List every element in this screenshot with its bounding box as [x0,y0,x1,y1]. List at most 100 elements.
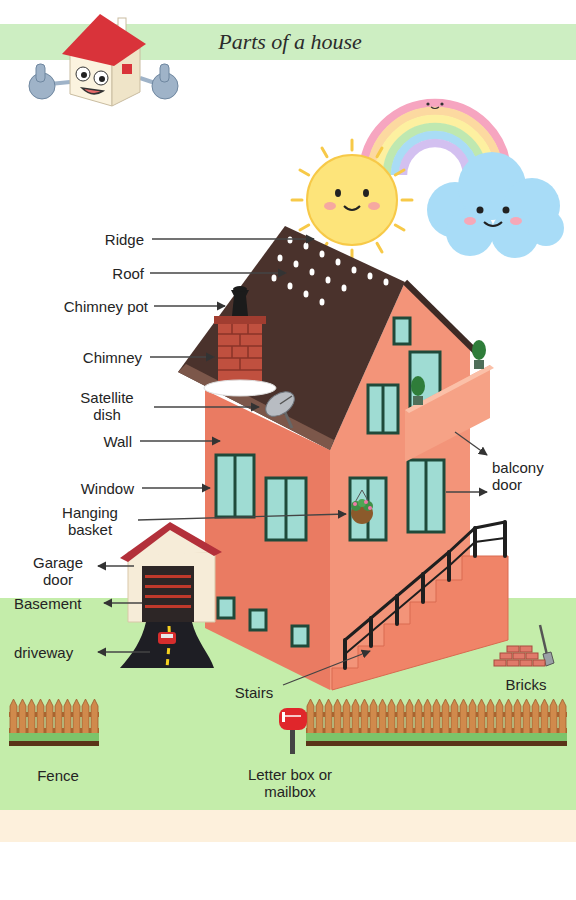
garage [145,575,191,608]
sun [344,206,360,210]
garage [145,585,191,588]
fence [306,741,567,746]
roof [310,269,315,276]
sun [324,202,336,210]
garage [145,605,191,608]
part-label: Garage door [26,554,90,588]
roof [178,226,405,450]
garage [145,595,191,598]
stairs [332,522,508,690]
part-label: Window [81,480,134,497]
chimney [247,346,249,358]
driveway [158,632,176,644]
sun [395,170,404,175]
leader-line [98,651,150,652]
chimney [231,346,233,358]
chimney [204,286,276,396]
mailbox [282,712,285,722]
sun [307,155,397,245]
leader-line [154,305,225,306]
part-label: balcony door [492,459,558,493]
leader-line [140,440,220,441]
satellite-dish [261,387,299,422]
roof [278,255,283,262]
part-label: Satellite dish [68,389,146,423]
roof [384,279,389,286]
balcony [405,340,494,462]
house-mascot [99,76,105,82]
part-label: driveway [14,644,73,661]
roof [178,226,405,450]
bricks [494,646,545,666]
garage [120,522,222,562]
garage [145,575,191,578]
bricks [520,660,532,666]
mailbox [290,728,295,754]
balcony [472,340,486,360]
leader-line [154,406,259,407]
fence [9,741,99,746]
house-mascot [82,88,103,94]
fence [306,733,567,741]
roof [288,283,293,290]
house [405,282,478,354]
bricks [526,653,538,659]
roof [352,267,357,274]
sun [351,140,354,150]
leader-line [98,565,134,566]
mailbox [279,708,307,754]
roof [368,273,373,280]
window [368,385,398,433]
rainbow [426,102,429,105]
house-mascot [160,64,169,82]
bricks [513,653,525,659]
house-mascot [122,64,132,74]
house-mascot [76,67,90,81]
leader-line [152,238,314,239]
fence [9,698,567,746]
window [285,478,288,540]
window [266,478,306,540]
leader-line [138,514,346,520]
roof [320,299,325,306]
bricks [507,646,519,652]
stairs [345,538,505,654]
driveway [161,634,173,638]
balcony [474,360,484,369]
cloud [528,210,564,246]
stairs [345,522,505,640]
sun [368,202,380,210]
bricks [533,660,545,666]
sun [335,189,341,197]
part-label: Fence [37,767,79,784]
balcony [413,396,423,405]
part-label: Roof [112,265,144,282]
part-label: Chimney pot [64,298,148,315]
bricks [520,646,532,652]
balcony [405,365,494,413]
satellite-dish [280,396,292,404]
sun [363,189,369,197]
roof [304,291,309,298]
leader-line [455,432,487,455]
cloud [446,208,494,256]
part-label: Chimney [83,349,142,366]
chimney [231,290,249,316]
window [382,385,385,433]
hanging-basket [351,490,373,524]
leader-line [104,602,142,603]
house-mascot [81,72,87,78]
rainbow [431,107,439,109]
balcony [411,376,425,396]
window [250,610,266,630]
bricks [494,660,506,666]
roof [272,237,389,306]
stairs [345,522,505,668]
window [425,460,428,532]
garage [120,522,222,622]
bricks [494,625,554,666]
